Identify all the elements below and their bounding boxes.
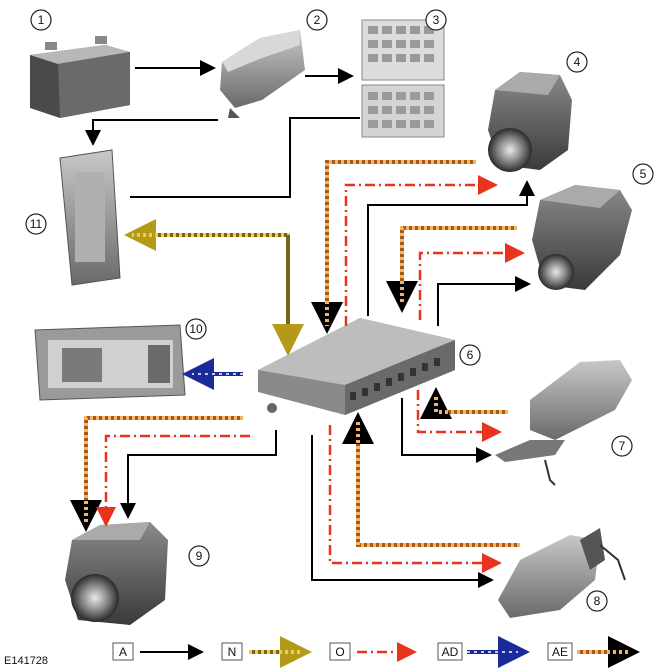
- svg-text:5: 5: [640, 167, 647, 181]
- legend-item-o: O: [329, 642, 417, 662]
- svg-text:10: 10: [189, 322, 203, 336]
- svg-text:7: 7: [619, 439, 626, 453]
- camera-module-component: [258, 318, 455, 415]
- legend-item-n: N: [221, 636, 312, 668]
- legend-item-ae: AE: [547, 636, 640, 668]
- svg-text:11: 11: [30, 217, 43, 231]
- rear-camera-component: [532, 185, 632, 290]
- video-lines: [96, 175, 525, 573]
- svg-text:A: A: [119, 645, 127, 659]
- display-unit-component: [34, 324, 186, 401]
- svg-text:O: O: [335, 645, 344, 659]
- fuse-box-component: [361, 19, 445, 138]
- power-lines: [85, 60, 535, 588]
- svg-text:2: 2: [314, 13, 321, 27]
- svg-text:4: 4: [574, 55, 581, 69]
- svg-text:1: 1: [38, 13, 45, 27]
- svg-text:8: 8: [594, 594, 601, 608]
- can-lines: [124, 219, 304, 356]
- legend-item-ad: AD: [437, 636, 530, 668]
- callout-6: 6: [459, 344, 481, 366]
- front-camera-component: [488, 72, 572, 172]
- svg-text:6: 6: [467, 348, 474, 362]
- bjb-component: [220, 30, 305, 118]
- callout-1: 1: [30, 9, 52, 31]
- figure-reference: E141728: [4, 655, 48, 667]
- callout-7: 7: [611, 435, 633, 457]
- callout-11: 11: [25, 213, 47, 235]
- callout-8: 8: [586, 590, 608, 612]
- svg-text:3: 3: [433, 13, 440, 27]
- legend: A N O AD AE: [112, 636, 640, 668]
- svg-text:9: 9: [196, 549, 203, 563]
- svg-text:N: N: [228, 645, 237, 659]
- callout-4: 4: [566, 51, 588, 73]
- side-camera-component: [65, 522, 168, 625]
- battery-component: [30, 36, 130, 118]
- control-module-component: [59, 149, 121, 286]
- right-mirror-component: [495, 360, 632, 486]
- callout-3: 3: [425, 9, 447, 31]
- legend-item-a: A: [112, 642, 204, 661]
- ctrl-lines: [70, 160, 520, 547]
- callout-2: 2: [306, 9, 328, 31]
- svg-text:AE: AE: [552, 645, 568, 659]
- callout-9: 9: [188, 545, 210, 567]
- callout-5: 5: [632, 163, 654, 185]
- svg-text:AD: AD: [442, 645, 459, 659]
- callout-10: 10: [185, 318, 207, 340]
- left-mirror-component: [498, 528, 626, 618]
